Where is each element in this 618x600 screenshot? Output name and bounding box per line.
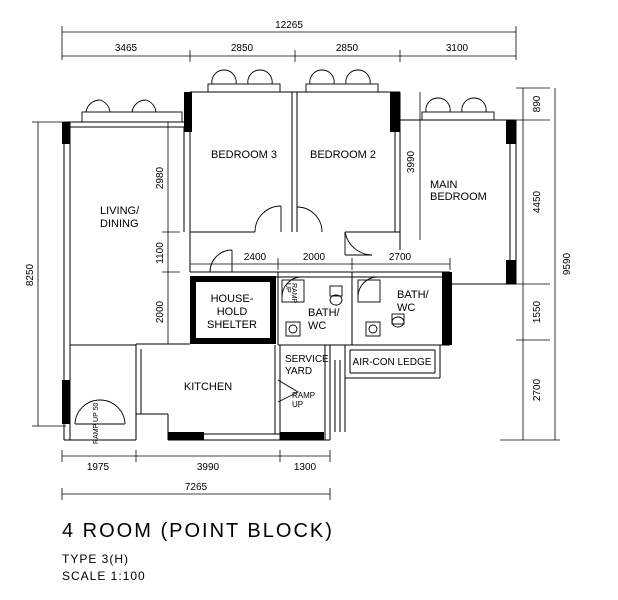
dim-main-bedroom-height: 3990	[406, 150, 417, 173]
label-living-2: DINING	[100, 218, 139, 230]
label-living-1: LIVING/	[100, 205, 140, 217]
dim-bottom-seg-3: 1300	[294, 462, 317, 473]
label-bath-2b: WC	[397, 302, 415, 314]
dim-top-seg-2: 2850	[231, 43, 254, 54]
dim-left-seg-2: 1100	[155, 242, 166, 264]
dim-left-seg-1: 2980	[155, 166, 166, 189]
label-ramp-bath-1: RAMP	[290, 283, 297, 304]
label-bath-2a: BATH/	[397, 289, 430, 301]
label-shelter-2: HOLD	[217, 306, 248, 318]
label-shelter-1: HOUSE-	[211, 293, 254, 305]
dim-right-total: 9590	[562, 252, 573, 275]
label-main-bedroom-2: BEDROOM	[430, 191, 487, 203]
walls	[63, 91, 517, 441]
dim-left-seg-3: 2000	[155, 300, 166, 323]
fixtures	[281, 279, 405, 337]
dim-top-seg-1: 3465	[115, 43, 138, 54]
label-bath-1b: WC	[308, 320, 326, 332]
label-ramp-bath-2: UP	[284, 283, 291, 293]
dim-top-seg-4: 3100	[446, 43, 469, 54]
dim-top-total: 12265	[275, 20, 303, 31]
label-ramp-up-2: UP	[292, 400, 303, 409]
dim-inner-2: 2000	[303, 252, 326, 263]
dim-top-seg-3: 2850	[336, 43, 359, 54]
plan-scale: SCALE 1:100	[62, 569, 146, 583]
dim-right-seg-4: 2700	[532, 378, 543, 401]
dim-bottom-seg-1: 1975	[87, 462, 110, 473]
household-shelter-walls	[190, 276, 276, 344]
label-bedroom-2: BEDROOM 2	[310, 149, 376, 161]
label-bath-1a: BATH/	[308, 307, 341, 319]
windows	[74, 69, 495, 425]
dim-inner-1: 2400	[244, 252, 267, 263]
dim-right-seg-3: 1550	[532, 300, 543, 323]
label-service-yard-2: YARD	[285, 366, 312, 377]
dim-right-seg-1: 890	[532, 95, 543, 112]
structural-columns	[62, 92, 516, 440]
dim-right-seg-2: 4450	[532, 190, 543, 213]
dim-left-total: 8250	[25, 263, 36, 286]
label-aircon-ledge: AIR-CON LEDGE	[353, 357, 432, 368]
label-main-bedroom-1: MAIN	[430, 179, 458, 191]
label-ramp-up-1: RAMP	[292, 391, 315, 400]
label-bedroom-3: BEDROOM 3	[211, 149, 277, 161]
dimension-lines	[32, 26, 560, 500]
plan-type: TYPE 3(H)	[62, 552, 130, 566]
label-service-yard-1: SERVICE	[285, 354, 329, 365]
dim-inner-3: 2700	[389, 252, 412, 263]
label-shelter-3: SHELTER	[207, 319, 257, 331]
dim-bottom-total: 7265	[185, 482, 208, 493]
dim-bottom-seg-2: 3990	[197, 462, 220, 473]
plan-title: 4 ROOM (POINT BLOCK)	[62, 520, 334, 542]
label-kitchen: KITCHEN	[184, 381, 232, 393]
label-ramp-entrance: RAMP UP 50	[93, 403, 100, 444]
